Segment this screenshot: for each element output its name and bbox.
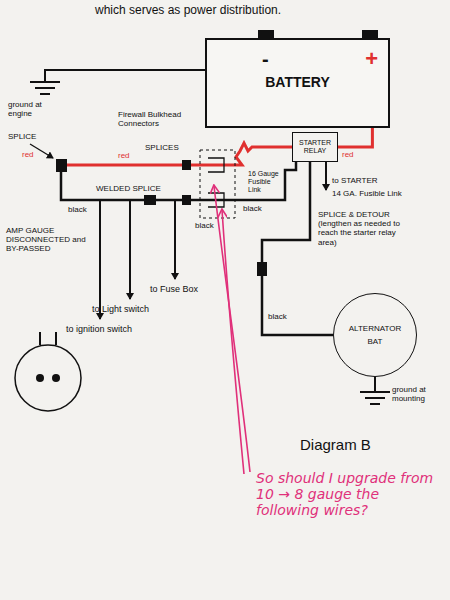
bulkhead-label: Firewall Bulkhead Connectors (118, 110, 198, 128)
engine-ground (30, 70, 205, 94)
ground-label: ground at mounting (392, 385, 442, 403)
starter-label: to STARTER (332, 176, 378, 185)
red-wire (66, 143, 292, 165)
diagram-title: Diagram B (300, 436, 371, 453)
splice-label: SPLICE (8, 132, 36, 141)
wire-color: red (118, 151, 130, 160)
amp-gauge-note: AMP GAUGE DISCONNECTED and BY-PASSED (6, 226, 88, 254)
detour-note: SPLICE & DETOUR (lengthen as needed to r… (318, 210, 400, 247)
ground-label: ground at engine (8, 100, 60, 118)
polarity-sign: - (262, 48, 269, 71)
handwritten-note: So should I upgrade from 10 → 8 gauge th… (256, 470, 436, 518)
wire-color: black (243, 204, 262, 213)
alternator-label: ALTERNATOR (349, 324, 401, 333)
relay-label: STARTER RELAY (297, 139, 333, 155)
splice-label: SPLICES (145, 143, 179, 152)
caption-text: which serves as power distribution. (95, 4, 281, 18)
splice (182, 160, 191, 170)
destination-label: to Light switch (92, 304, 149, 314)
wire-color: red (342, 150, 354, 159)
wire-connector (338, 128, 372, 147)
destination-label: to ignition switch (66, 324, 132, 334)
polarity-sign: + (365, 46, 378, 71)
black-wire (61, 162, 296, 200)
welded-splice (144, 195, 156, 205)
fusible-link-label: 14 GA. Fusible Link (332, 189, 402, 198)
destination-label: to Fuse Box (150, 284, 198, 294)
wire-color: black (68, 205, 87, 214)
terminal-label: BAT (368, 337, 383, 346)
battery-label: BATTERY (207, 74, 388, 90)
alternator: ALTERNATOR BAT (333, 293, 417, 377)
wire-connector (262, 162, 333, 335)
bulkhead (200, 150, 235, 218)
handwritten-arrows (214, 186, 250, 474)
fusible-link-label: 16 Gauge Fusible Link (248, 170, 284, 194)
alternator-ground (360, 377, 390, 404)
starter-cable (325, 162, 327, 190)
starter-relay: STARTER RELAY (292, 132, 338, 162)
wire-color: black (268, 312, 287, 321)
welded-splice-label: WELDED SPLICE (96, 184, 176, 193)
splice (182, 195, 191, 205)
branch-wires (100, 200, 175, 319)
wire-color: red (22, 150, 34, 159)
amp-gauge (15, 332, 81, 411)
wire-color: black (195, 221, 214, 230)
splice (56, 159, 67, 172)
battery-box: BATTERY - + (205, 38, 390, 128)
